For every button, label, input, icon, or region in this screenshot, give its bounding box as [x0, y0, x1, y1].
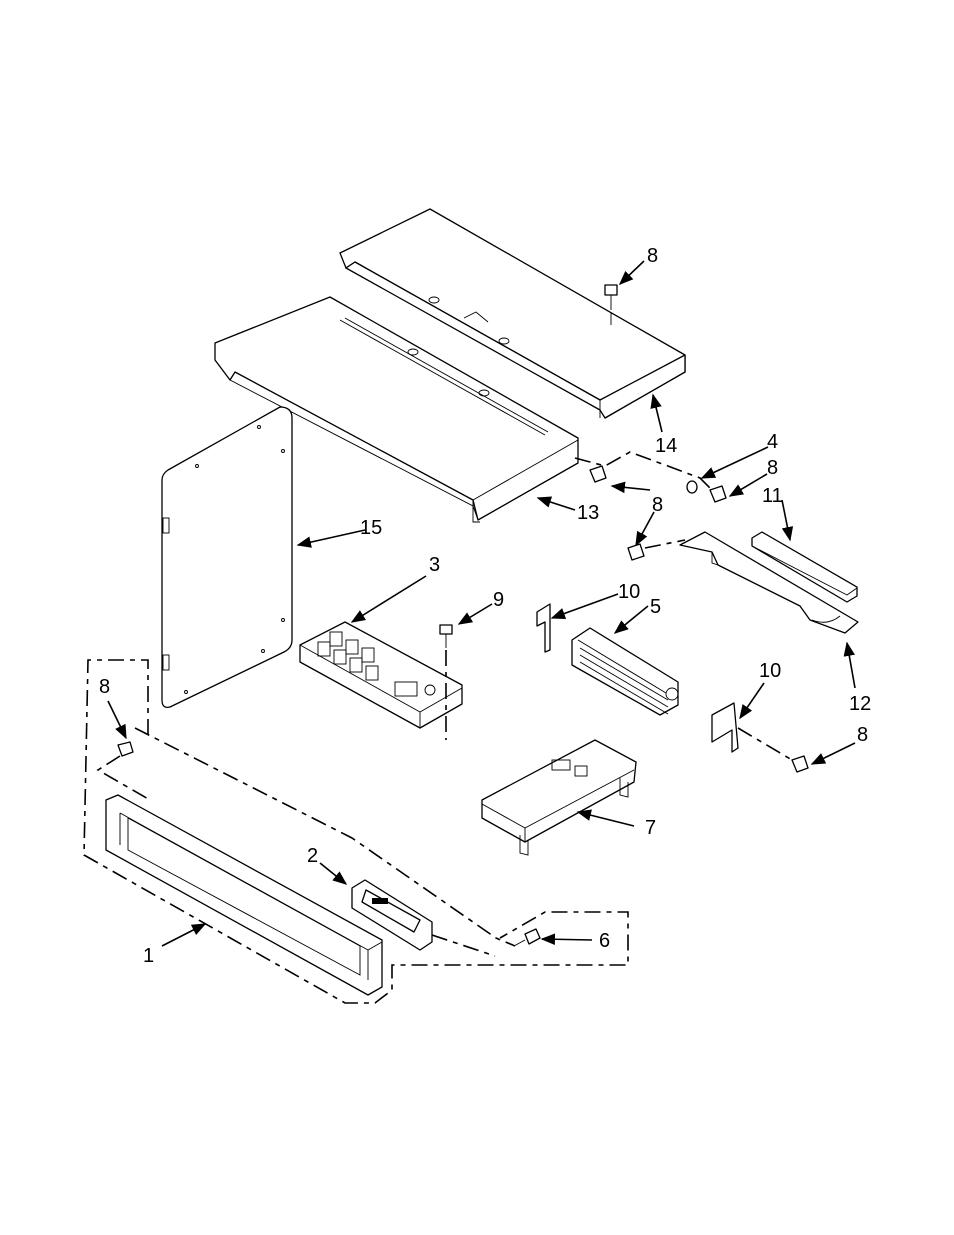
callout-10: 10 [759, 660, 781, 682]
callout-8: 8 [99, 676, 110, 698]
callout-5: 5 [650, 596, 661, 618]
callout-3: 3 [429, 554, 440, 576]
callout-7: 7 [645, 817, 656, 839]
part-3-control-board [300, 622, 462, 728]
callout-8: 8 [647, 245, 658, 267]
part-6-screw [514, 929, 540, 946]
callout-12: 12 [849, 693, 871, 715]
callout-4: 4 [767, 431, 778, 453]
part-10-bracket-lower [712, 703, 738, 752]
callout-11: 11 [762, 485, 783, 507]
callout-15: 15 [360, 517, 382, 539]
part-5-blower [572, 628, 678, 715]
callout-13: 13 [577, 502, 599, 524]
callout-8: 8 [652, 494, 663, 516]
callout-2: 2 [307, 845, 318, 867]
part-10-bracket-upper [537, 604, 550, 652]
callout-9: 9 [493, 589, 504, 611]
callout-14: 14 [655, 435, 677, 457]
callout-8: 8 [767, 457, 778, 479]
part-15-side-panel [162, 407, 292, 707]
part-7-board [482, 740, 636, 855]
callout-10: 10 [618, 581, 640, 603]
callout-8: 8 [857, 724, 868, 746]
callout-6: 6 [599, 930, 610, 952]
callout-1: 1 [143, 945, 154, 967]
